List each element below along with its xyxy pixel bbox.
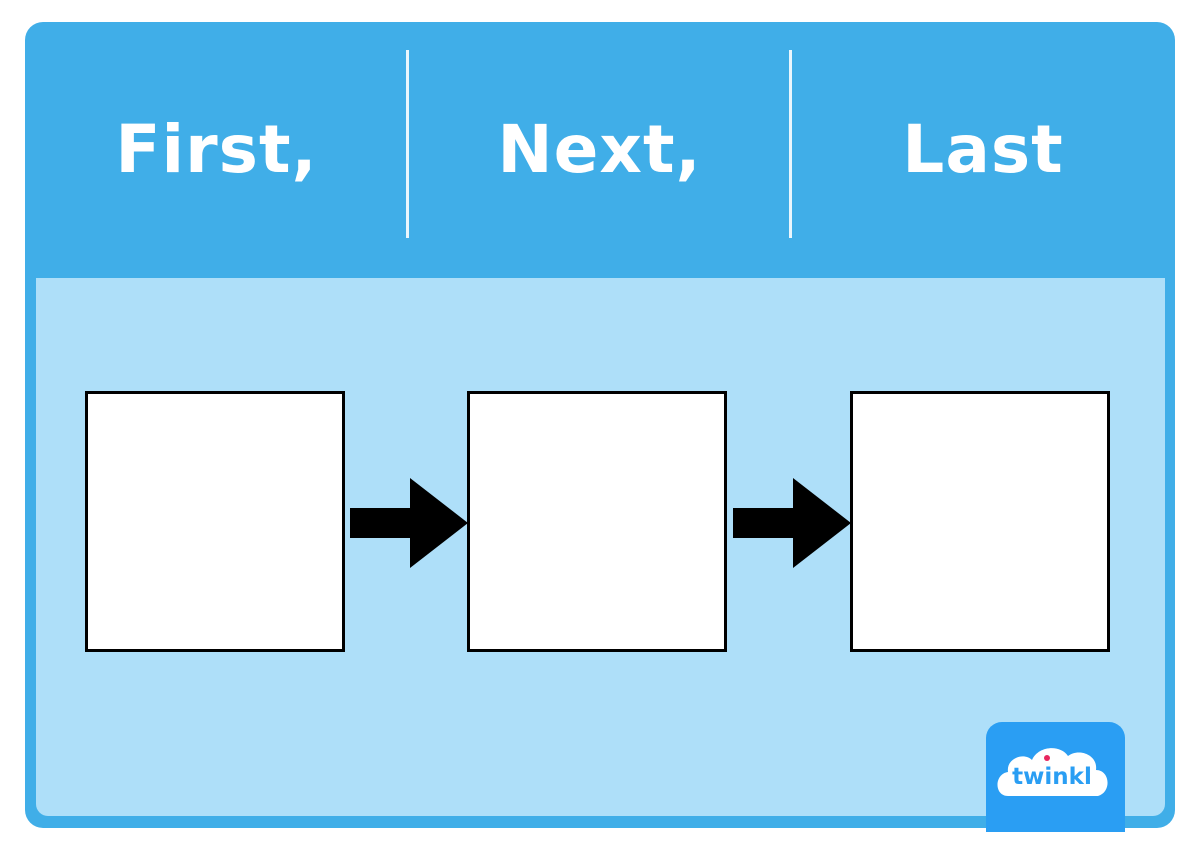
- step-box-next[interactable]: [467, 391, 727, 652]
- right-arrow-icon: [733, 478, 851, 568]
- step-box-first[interactable]: [85, 391, 345, 652]
- step-heading-next: Next,: [497, 111, 702, 188]
- twinkl-cloud-logo-icon: twinkl: [997, 748, 1108, 796]
- header-bar: First, Next, Last: [25, 22, 1175, 277]
- header-divider: [789, 50, 792, 238]
- step-box-last[interactable]: [850, 391, 1110, 652]
- step-heading-first: First,: [115, 111, 318, 188]
- twinkl-logo: twinkl: [986, 722, 1125, 832]
- step-heading-last: Last: [902, 111, 1064, 188]
- logo-text: twinkl: [1012, 764, 1092, 790]
- right-arrow-icon: [350, 478, 468, 568]
- header-divider: [406, 50, 409, 238]
